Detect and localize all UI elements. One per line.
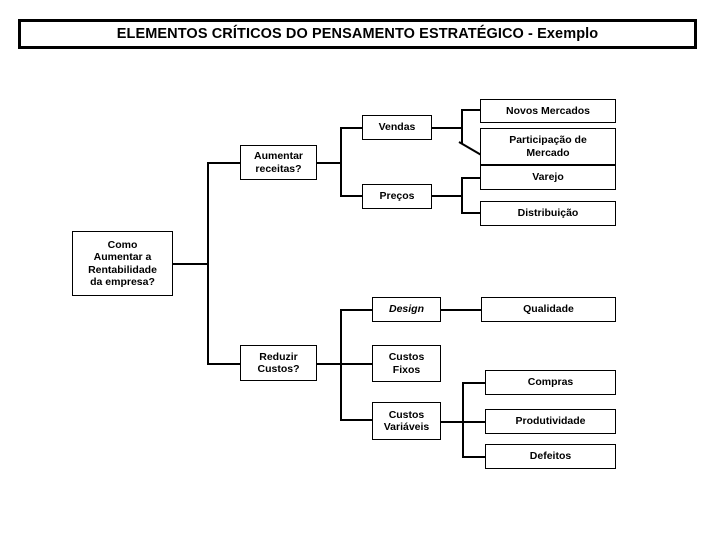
edge-vendas-stub <box>430 127 463 129</box>
node-participacao-de-mercado[interactable]: Participação de Mercado <box>480 128 616 165</box>
node-participacao-de-mercado-label: Participação de Mercado <box>509 134 587 159</box>
node-aumentar-receitas[interactable]: Aumentar receitas? <box>240 145 317 180</box>
edge-trunk-aumentar-receitas <box>207 162 241 164</box>
node-produtividade-label: Produtividade <box>515 415 586 428</box>
node-distribuicao[interactable]: Distribuição <box>480 201 616 226</box>
node-compras-label: Compras <box>527 376 574 389</box>
edge-cv-compras <box>462 382 486 384</box>
node-custos-fixos[interactable]: Custos Fixos <box>372 345 441 382</box>
edge-aumentar-vendas <box>340 127 364 129</box>
edge-trunk-reduzir-custos <box>207 363 241 365</box>
edge-reduzir-bracket <box>340 309 342 421</box>
edge-custos-variaveis-stub <box>440 421 464 423</box>
node-custos-variaveis-label: Custos Variáveis <box>383 408 430 434</box>
node-design[interactable]: Design <box>372 297 441 322</box>
edge-cv-defeitos <box>462 456 486 458</box>
edge-reduzir-stub <box>317 363 342 365</box>
node-vendas-label: Vendas <box>378 121 416 134</box>
node-custos-variaveis[interactable]: Custos Variáveis <box>372 402 441 440</box>
node-design-label: Design <box>388 303 424 316</box>
title-banner: ELEMENTOS CRÍTICOS DO PENSAMENTO ESTRATÉ… <box>18 19 697 49</box>
edge-precos-bracket <box>461 177 463 214</box>
node-vendas[interactable]: Vendas <box>362 115 432 140</box>
node-defeitos-label: Defeitos <box>529 450 572 463</box>
edge-precos-stub <box>430 195 463 197</box>
edge-design-qualidade <box>440 309 482 311</box>
node-distribuicao-label: Distribuição <box>517 207 579 220</box>
edge-root-trunk <box>173 263 209 265</box>
edge-custos-variaveis-bracket <box>462 382 464 457</box>
edge-reduzir-design <box>340 309 374 311</box>
edge-precos-varejo <box>461 177 481 179</box>
node-varejo[interactable]: Varejo <box>480 165 616 190</box>
node-reduzir-custos[interactable]: Reduzir Custos? <box>240 345 317 381</box>
page-title: ELEMENTOS CRÍTICOS DO PENSAMENTO ESTRATÉ… <box>116 26 599 42</box>
node-custos-fixos-label: Custos Fixos <box>388 351 425 376</box>
node-produtividade[interactable]: Produtividade <box>485 409 616 434</box>
edge-reduzir-custos-fixos <box>340 363 374 365</box>
edge-cv-produtividade <box>462 421 486 423</box>
node-precos[interactable]: Preços <box>362 184 432 209</box>
node-aumentar-receitas-label: Aumentar receitas? <box>253 150 303 175</box>
edge-vendas-participacao-diagonal <box>458 141 484 157</box>
node-compras[interactable]: Compras <box>485 370 616 395</box>
edge-aumentar-stub <box>317 162 342 164</box>
node-novos-mercados[interactable]: Novos Mercados <box>480 99 616 123</box>
edge-aumentar-precos <box>340 195 364 197</box>
node-qualidade[interactable]: Qualidade <box>481 297 616 322</box>
node-novos-mercados-label: Novos Mercados <box>505 104 591 117</box>
edge-precos-distribuicao <box>461 212 481 214</box>
node-defeitos[interactable]: Defeitos <box>485 444 616 469</box>
node-root[interactable]: Como Aumentar a Rentabilidade da empresa… <box>72 231 173 296</box>
node-precos-label: Preços <box>379 190 415 203</box>
edge-vendas-bracket <box>461 109 463 144</box>
edge-aumentar-bracket <box>340 127 342 197</box>
node-varejo-label: Varejo <box>532 171 564 184</box>
node-root-label: Como Aumentar a Rentabilidade da empresa… <box>88 238 157 289</box>
edge-trunk-vertical <box>207 162 209 365</box>
edge-reduzir-custos-variaveis <box>340 419 374 421</box>
node-reduzir-custos-label: Reduzir Custos? <box>257 350 300 376</box>
edge-vendas-novos-mercados <box>461 109 481 111</box>
node-qualidade-label: Qualidade <box>523 303 574 316</box>
